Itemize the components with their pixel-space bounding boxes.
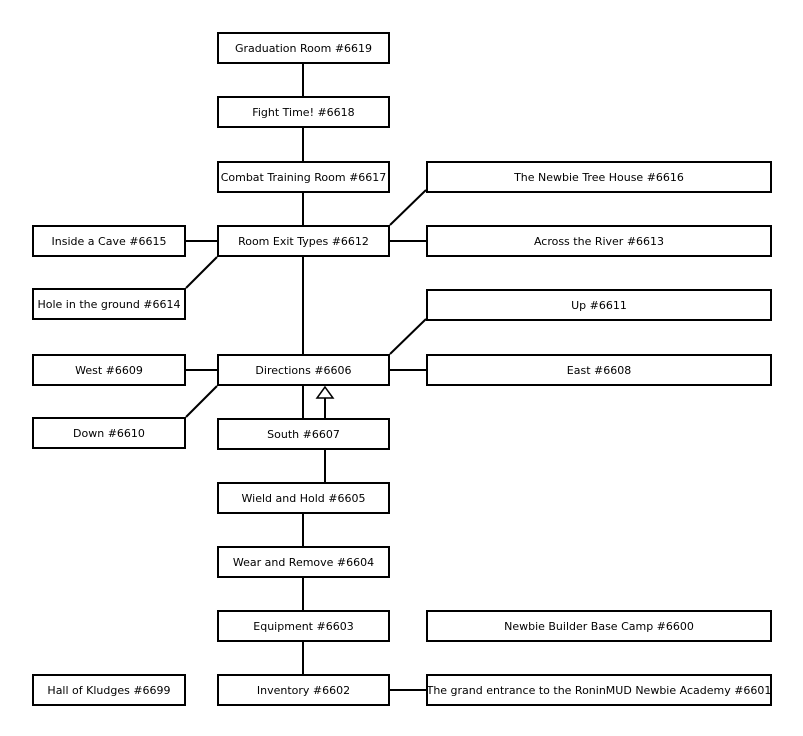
room-6604-label: Wear and Remove #6604 — [232, 555, 375, 569]
room-6601[interactable]: The grand entrance to the RoninMUD Newbi… — [426, 674, 772, 706]
room-6612[interactable]: Room Exit Types #6612 — [217, 225, 390, 257]
room-6609[interactable]: West #6609 — [32, 354, 186, 386]
room-6615[interactable]: Inside a Cave #6615 — [32, 225, 186, 257]
room-6600-label: Newbie Builder Base Camp #6600 — [504, 619, 694, 633]
room-6617[interactable]: Combat Training Room #6617 — [217, 161, 390, 193]
room-6607[interactable]: South #6607 — [217, 418, 390, 450]
room-6614[interactable]: Hole in the ground #6614 — [32, 288, 186, 320]
room-6613[interactable]: Across the River #6613 — [426, 225, 772, 257]
room-6615-label: Inside a Cave #6615 — [51, 234, 167, 248]
oneway-arrowhead — [315, 385, 335, 399]
room-6604[interactable]: Wear and Remove #6604 — [217, 546, 390, 578]
link-6606-6610 — [185, 385, 218, 418]
room-6612-label: Room Exit Types #6612 — [238, 234, 369, 248]
room-6601-label: The grand entrance to the RoninMUD Newbi… — [426, 683, 772, 697]
room-6605[interactable]: Wield and Hold #6605 — [217, 482, 390, 514]
room-6609-label: West #6609 — [75, 363, 143, 377]
room-6618[interactable]: Fight Time! #6618 — [217, 96, 390, 128]
room-6610[interactable]: Down #6610 — [32, 417, 186, 449]
room-6619-label: Graduation Room #6619 — [234, 41, 373, 55]
room-6602[interactable]: Inventory #6602 — [217, 674, 390, 706]
room-6611-label: Up #6611 — [571, 298, 627, 312]
link-6612-6614 — [185, 256, 218, 289]
room-6614-label: Hole in the ground #6614 — [37, 297, 181, 311]
room-6619[interactable]: Graduation Room #6619 — [217, 32, 390, 64]
room-6610-label: Down #6610 — [73, 426, 145, 440]
room-6608[interactable]: East #6608 — [426, 354, 772, 386]
room-6600[interactable]: Newbie Builder Base Camp #6600 — [426, 610, 772, 642]
room-6608-label: East #6608 — [566, 363, 632, 377]
room-6618-label: Fight Time! #6618 — [252, 105, 355, 119]
room-6607-label: South #6607 — [267, 427, 340, 441]
room-6613-label: Across the River #6613 — [533, 234, 665, 248]
room-6616-label: The Newbie Tree House #6616 — [514, 170, 684, 184]
room-6606-label: Directions #6606 — [255, 363, 352, 377]
room-6617-label: Combat Training Room #6617 — [220, 170, 387, 184]
room-6611[interactable]: Up #6611 — [426, 289, 772, 321]
room-6603[interactable]: Equipment #6603 — [217, 610, 390, 642]
room-6606[interactable]: Directions #6606 — [217, 354, 390, 386]
link-6606-6611 — [389, 318, 427, 355]
room-6602-label: Inventory #6602 — [256, 683, 351, 697]
room-6603-label: Equipment #6603 — [253, 619, 354, 633]
room-6616[interactable]: The Newbie Tree House #6616 — [426, 161, 772, 193]
room-6699[interactable]: Hall of Kludges #6699 — [32, 674, 186, 706]
room-6605-label: Wield and Hold #6605 — [241, 491, 366, 505]
room-6699-label: Hall of Kludges #6699 — [47, 683, 171, 697]
link-6612-6616 — [389, 189, 427, 226]
